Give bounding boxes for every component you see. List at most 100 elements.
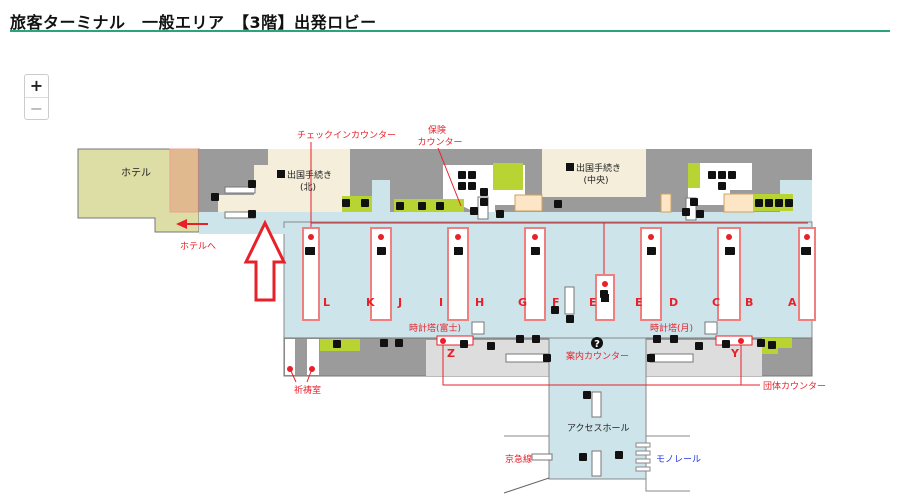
facility-icon xyxy=(653,335,661,343)
facility-icon xyxy=(583,391,591,399)
facility-icon xyxy=(480,198,488,206)
facility-icon xyxy=(543,354,551,362)
counter-letter-e: E xyxy=(589,296,597,309)
facility-icon xyxy=(458,171,466,179)
facility-icon xyxy=(718,182,726,190)
departure-north-label: 出国手続き xyxy=(287,169,332,181)
departure-central-area[interactable] xyxy=(542,149,646,197)
counter-letter-c: C xyxy=(712,296,720,309)
up-arrow-icon xyxy=(243,219,287,302)
counter-dot xyxy=(532,234,538,240)
monorail-label[interactable]: モノレール xyxy=(656,455,701,465)
clock-tower-fuji-marker[interactable] xyxy=(471,321,485,335)
departure-north-area[interactable] xyxy=(218,149,350,212)
counter-y-dot xyxy=(738,338,744,344)
facility-icon xyxy=(600,290,608,298)
departure-central-label: 出国手続き xyxy=(576,162,621,174)
zoom-in-button[interactable]: + xyxy=(25,75,48,98)
counter-dot xyxy=(308,234,314,240)
shop-green-2 xyxy=(688,163,700,188)
to-hotel-label[interactable]: ホテルへ xyxy=(180,241,216,252)
facility-icon xyxy=(579,453,587,461)
facility-icon xyxy=(566,315,574,323)
counter-dot xyxy=(726,234,732,240)
checkin-counter[interactable] xyxy=(302,227,320,321)
page-title: 旅客ターミナル 一般エリア 【3階】出発ロビー xyxy=(10,13,377,32)
facility-icon xyxy=(755,199,763,207)
info-counter-label: 案内カウンター xyxy=(566,350,629,362)
counter-y-label: Y xyxy=(730,347,740,360)
counter-z-box[interactable] xyxy=(436,335,474,346)
facility-icon xyxy=(378,247,386,255)
checkin-counter-label: チェックインカウンター xyxy=(297,130,396,141)
keikyu-line-label[interactable]: 京急線 xyxy=(505,453,532,465)
prayer-room-label: 祈祷室 xyxy=(294,384,321,396)
checkin-counter[interactable] xyxy=(447,227,469,321)
facility-icon xyxy=(418,202,426,210)
departure-central-label-2: (中央) xyxy=(583,174,608,186)
counter-y-box[interactable] xyxy=(715,335,753,346)
facility-icon xyxy=(470,207,478,215)
facility-icon xyxy=(695,342,703,350)
hotel-connector xyxy=(169,148,199,213)
facility-icon xyxy=(785,199,793,207)
facility-icon xyxy=(380,339,388,347)
counter-letter-a: A xyxy=(788,296,797,309)
checkin-counter[interactable] xyxy=(640,227,662,321)
checkin-counter[interactable] xyxy=(717,227,741,321)
wall xyxy=(503,477,550,494)
facility-icon xyxy=(361,199,369,207)
facility-icon xyxy=(801,247,809,255)
checkin-counter[interactable] xyxy=(798,227,816,321)
facility-icon xyxy=(395,339,403,347)
facility-icon xyxy=(487,342,495,350)
facility-icon xyxy=(682,208,690,216)
counter-letter-d: D xyxy=(669,296,678,309)
group-counter-line xyxy=(442,342,760,386)
facility-icon xyxy=(342,199,350,207)
title-underline xyxy=(10,30,890,32)
facility-icon xyxy=(305,247,313,255)
info-icon[interactable] xyxy=(591,337,603,349)
facility-icon xyxy=(436,202,444,210)
shop-orange-2 xyxy=(723,193,755,213)
facility-icon xyxy=(551,306,559,314)
wall xyxy=(645,478,690,492)
counter-letter-e: E xyxy=(635,296,643,309)
facility-icon xyxy=(690,198,698,206)
departure-icon xyxy=(566,163,574,171)
access-hall-label: アクセスホール xyxy=(567,423,630,434)
facility-icon xyxy=(647,354,655,362)
facility-icon xyxy=(718,171,726,179)
facility-icon xyxy=(396,202,404,210)
clock-tower-fuji-label: 時計塔(富士) xyxy=(409,322,461,334)
shop-green xyxy=(493,163,523,190)
prayer-line xyxy=(306,368,313,383)
facility-icon xyxy=(768,341,776,349)
zoom-out-button[interactable]: − xyxy=(29,99,44,118)
facility-icon xyxy=(532,247,540,255)
shop-orange xyxy=(514,194,543,212)
facility-icon xyxy=(648,247,656,255)
counter-dot xyxy=(648,234,654,240)
prayer-room-2 xyxy=(307,339,319,375)
facility-icon xyxy=(554,200,562,208)
facility-icon xyxy=(728,171,736,179)
facility-icon xyxy=(516,335,524,343)
facility-icon xyxy=(480,188,488,196)
counter-dot xyxy=(378,234,384,240)
departure-icon xyxy=(277,170,285,178)
facility-icon xyxy=(211,193,219,201)
facility-icon xyxy=(727,247,735,255)
clock-tower-moon-marker[interactable] xyxy=(704,321,718,335)
checkin-counter[interactable] xyxy=(524,227,546,321)
departure-north-label-2: (北) xyxy=(300,182,316,193)
insurance-counter-label: 保険 xyxy=(428,124,446,136)
facility-icon xyxy=(468,171,476,179)
prayer-room-1 xyxy=(285,339,295,375)
hotel-label: ホテル xyxy=(121,167,151,179)
facility-icon xyxy=(468,182,476,190)
facility-icon xyxy=(722,340,730,348)
facility-icon xyxy=(248,180,256,188)
